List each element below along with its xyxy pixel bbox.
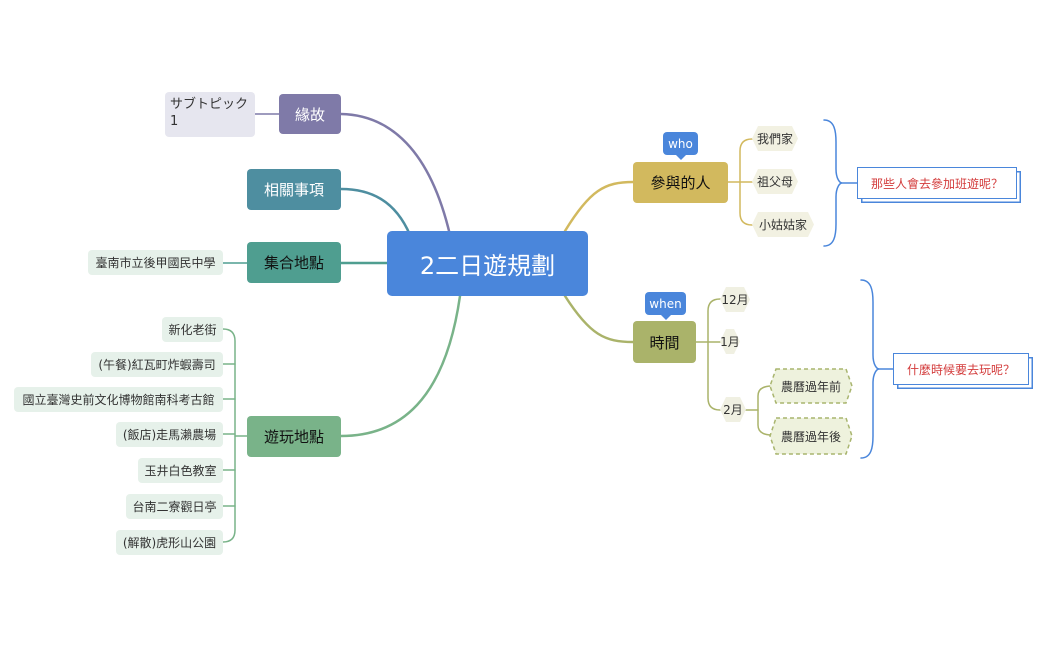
hex-time-dec <box>720 287 750 312</box>
bracket-places <box>222 328 236 543</box>
hex-time-feb <box>720 397 746 422</box>
leaf-meeting-school[interactable]: 臺南市立後甲國民中學 <box>88 250 223 275</box>
topic-related[interactable]: 相關事項 <box>247 169 341 210</box>
bracket-time <box>707 298 721 411</box>
topic-places[interactable]: 遊玩地點 <box>247 416 341 457</box>
leaf-feb-after[interactable]: 農曆過年後 <box>780 429 841 444</box>
leaf-place-2[interactable]: (午餐)紅瓦町炸蝦壽司 <box>91 352 223 377</box>
brace-people <box>823 119 843 247</box>
central-topic[interactable]: 2二日遊規劃 <box>387 231 588 296</box>
leaf-people-3[interactable]: 小姑姑家 <box>758 218 807 232</box>
subtopic-yuangu-1[interactable]: サブトピック 1 <box>165 92 255 137</box>
hex-feb-before <box>769 368 853 404</box>
curve-people <box>563 180 635 233</box>
leaf-place-4[interactable]: (飯店)走馬瀨農場 <box>116 422 223 447</box>
leaf-people-1[interactable]: 我們家 <box>756 132 793 146</box>
tag-who: who <box>663 132 698 160</box>
hex-time-jan <box>720 329 740 354</box>
curve-yuangu <box>339 112 452 237</box>
topic-people[interactable]: 參與的人 <box>633 162 728 203</box>
summary-time[interactable]: 什麼時候要去玩呢？ <box>893 353 1029 385</box>
leaf-place-3[interactable]: 國立臺灣史前文化博物館南科考古館 <box>14 387 223 412</box>
leaf-time-jan[interactable]: 1月 <box>720 335 740 349</box>
leaf-place-6[interactable]: 台南二寮觀日亭 <box>126 494 223 519</box>
hex-feb-after <box>769 417 853 455</box>
summary-people[interactable]: 那些人會去參加班遊呢？ <box>857 167 1017 199</box>
leaf-time-feb[interactable]: 2月 <box>723 403 743 417</box>
leaf-time-dec[interactable]: 12月 <box>721 293 749 307</box>
topic-yuangu[interactable]: 緣故 <box>279 94 341 134</box>
leaf-feb-before[interactable]: 農曆過年前 <box>780 379 841 394</box>
hex-people-1 <box>752 126 798 151</box>
leaf-place-7[interactable]: (解散)虎形山公園 <box>116 530 223 555</box>
hex-people-3 <box>752 212 814 237</box>
tag-when: when <box>645 292 686 320</box>
topic-meeting[interactable]: 集合地點 <box>247 242 341 283</box>
leaf-people-2[interactable]: 祖父母 <box>756 175 793 189</box>
hex-people-2 <box>752 169 798 194</box>
curve-places <box>339 294 462 438</box>
leaf-place-1[interactable]: 新化老街 <box>162 317 223 342</box>
topic-time[interactable]: 時間 <box>633 321 696 363</box>
brace-time <box>860 279 880 459</box>
curve-related <box>339 187 412 237</box>
bracket-feb <box>757 385 773 436</box>
curve-time <box>563 294 635 344</box>
leaf-place-5[interactable]: 玉井白色教室 <box>138 458 223 483</box>
